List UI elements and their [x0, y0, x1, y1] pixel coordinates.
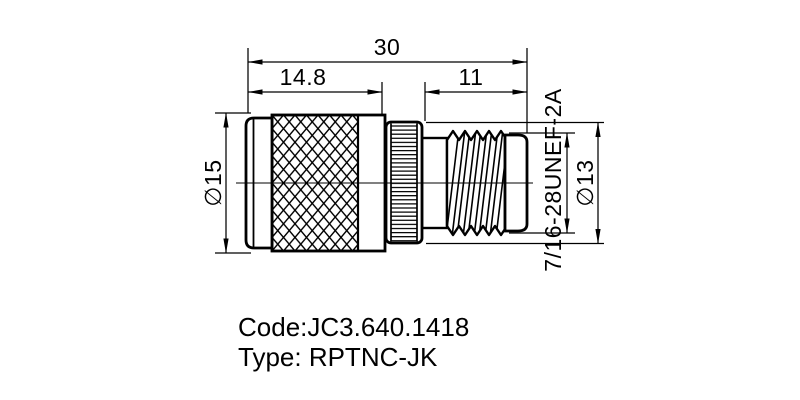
- note-code: Code:JC3.640.1418: [238, 312, 469, 342]
- dim-label-coupling-diameter: ∅13: [572, 159, 598, 206]
- dim-label-right-section: 11: [459, 64, 484, 90]
- connector-body: [236, 113, 533, 253]
- dim-label-overall-length: 30: [374, 34, 401, 60]
- dimension-annotations: [215, 48, 604, 254]
- note-type: Type: RPTNC-JK: [238, 342, 438, 372]
- dim-label-thread-spec: 7/16-28UNEF-2A: [540, 88, 566, 272]
- dim-label-body-diameter: ∅15: [200, 159, 226, 206]
- dim-label-left-section: 14.8: [280, 64, 327, 90]
